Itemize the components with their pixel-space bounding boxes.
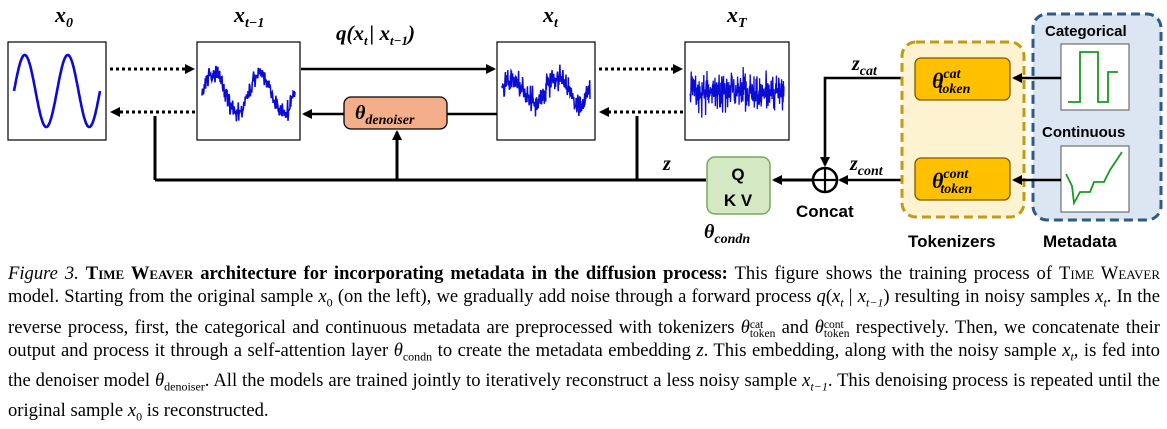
zcont-label: zcont <box>849 153 884 179</box>
tokenizers-label: Tokenizers <box>908 232 996 251</box>
zcat-path <box>820 76 913 167</box>
label-xt-1: xt−1 <box>233 2 264 31</box>
continuous-line-plot <box>1065 151 1123 206</box>
caption-figure-label: Figure 3. <box>8 263 79 284</box>
xt-1-noisy-signal <box>201 65 296 122</box>
label-x0: x0 <box>54 2 73 31</box>
denoiser-label: θdenoiser <box>355 102 415 128</box>
xt-noisy-signal <box>501 64 591 117</box>
attention-block <box>706 156 771 215</box>
continuous-tokenizer-block <box>914 157 1011 201</box>
figure-caption: Figure 3. Time Weaver architecture for i… <box>8 263 1161 424</box>
forward-process-label: q(xt| xt−1) <box>336 21 415 48</box>
categorical-plot-box <box>1060 43 1130 111</box>
label-xT: xT <box>726 2 748 31</box>
zcat-label: zcat <box>851 53 878 79</box>
caption-model-name: Time Weaver <box>1058 263 1161 284</box>
condn-label: θcondn <box>704 221 750 247</box>
categorical-tokenizer-block <box>914 57 1011 101</box>
architecture-diagram: x0 xt−1 xt xT q(xt| xt−1) θdenoiser z Q … <box>7 2 1163 251</box>
categorical-label: Categorical <box>1045 23 1127 40</box>
continuous-label: Continuous <box>1042 124 1125 141</box>
concat-label: Concat <box>796 202 854 221</box>
attention-kv-label: K V <box>724 191 753 210</box>
categorical-step-plot <box>1068 51 1118 103</box>
caption-title: Time Weaver architecture for incorporati… <box>85 263 728 284</box>
z-label: z <box>662 153 671 175</box>
label-xt: xt <box>542 2 559 31</box>
xT-noise-signal <box>689 67 785 118</box>
metadata-label: Metadata <box>1043 232 1117 251</box>
x0-clean-signal <box>12 53 102 129</box>
attention-q-label: Q <box>731 165 744 184</box>
